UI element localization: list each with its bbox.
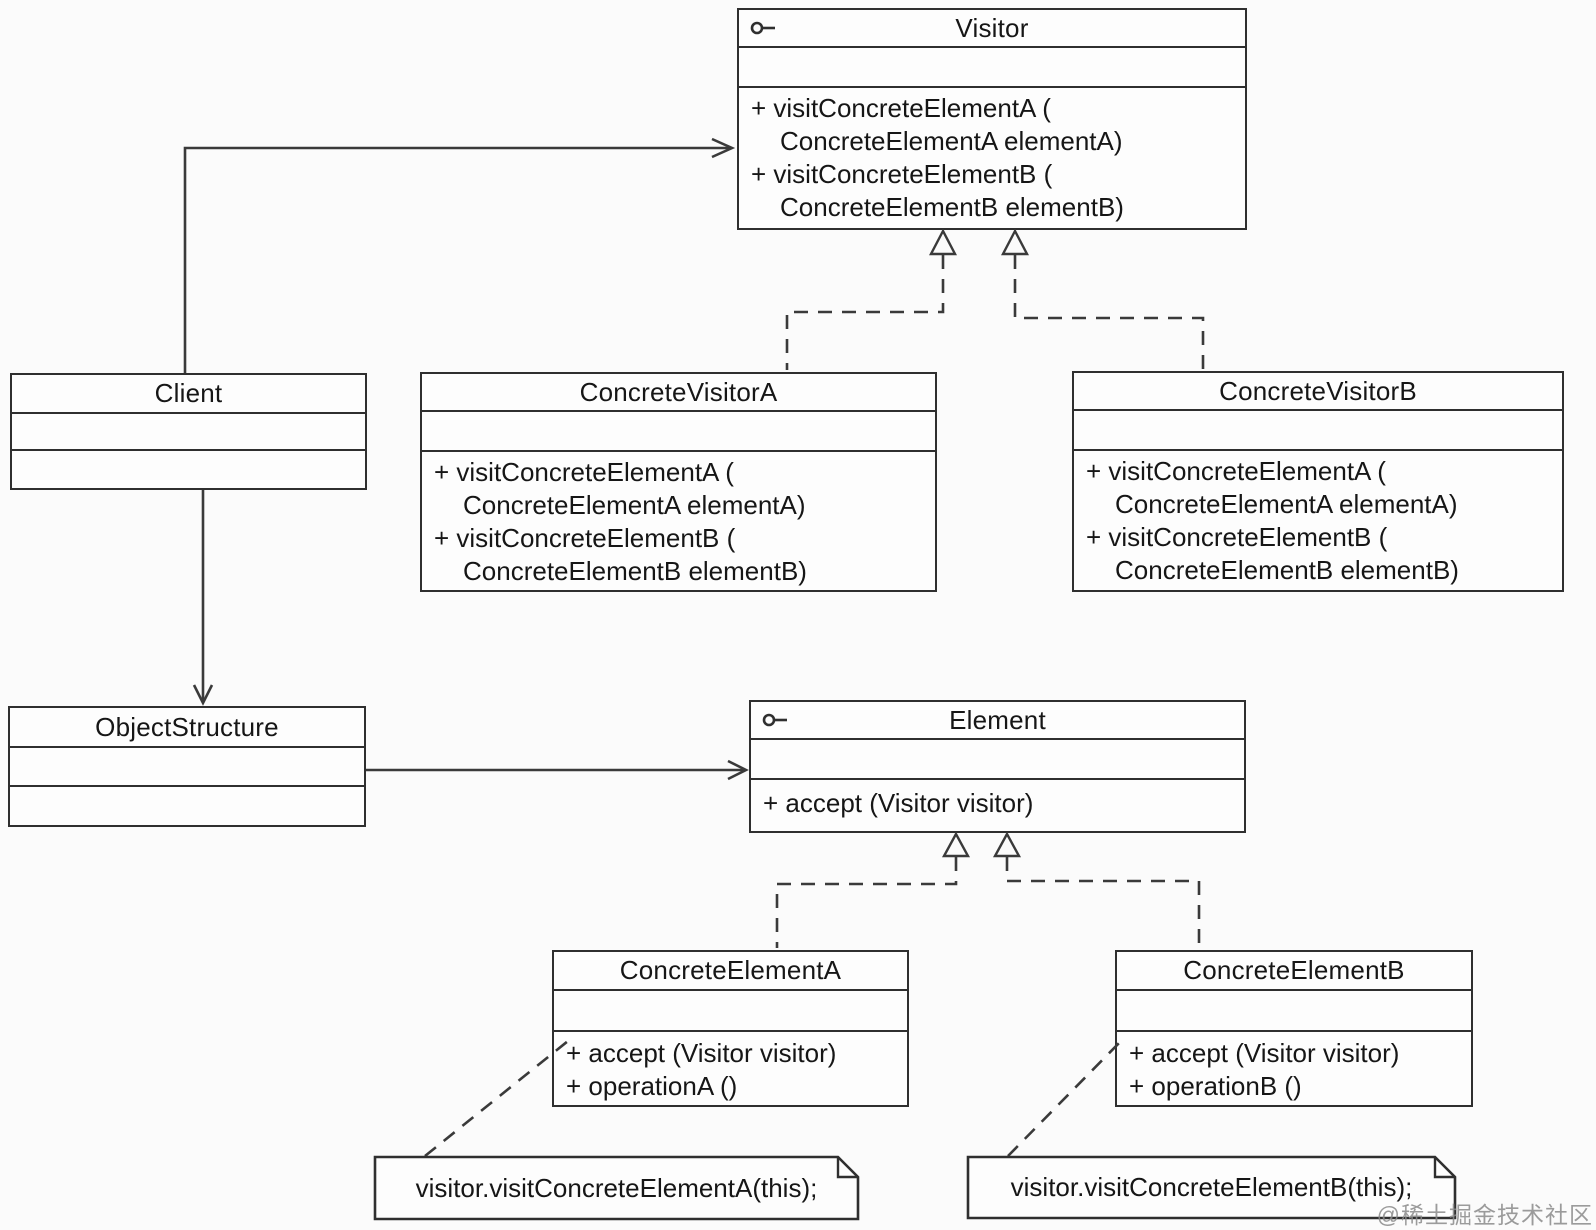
method-line: + accept (Visitor visitor) bbox=[566, 1038, 837, 1068]
methods-compartment: + visitConcreteElementA ( ConcreteElemen… bbox=[1074, 449, 1562, 590]
attributes-compartment bbox=[739, 46, 1245, 86]
method-line: + visitConcreteElementB ( bbox=[434, 523, 736, 553]
method-line: ConcreteElementA elementA) bbox=[780, 126, 1123, 156]
class-name: Element bbox=[949, 704, 1046, 735]
attributes-compartment bbox=[554, 989, 907, 1030]
realization-concretevisitorb-visitor bbox=[1001, 228, 1205, 369]
class-name: ObjectStructure bbox=[95, 711, 279, 742]
class-title-bar: ConcreteElementB bbox=[1117, 952, 1471, 989]
class-title-bar: Element bbox=[751, 702, 1244, 738]
method-line: ConcreteElementA elementA) bbox=[463, 490, 806, 520]
hollow-triangle-arrowhead bbox=[992, 831, 1022, 858]
methods-compartment: + accept (Visitor visitor) bbox=[751, 778, 1244, 831]
class-title-bar: Visitor bbox=[739, 10, 1245, 46]
watermark: @稀土掘金技术社区 bbox=[1376, 1202, 1593, 1228]
note-link-dashed bbox=[1007, 1039, 1123, 1157]
objectstructure-element-arrow bbox=[366, 759, 749, 781]
interface-icon bbox=[762, 713, 789, 727]
note-link-dashed bbox=[424, 1039, 569, 1158]
note-a-text: visitor.visitConcreteElementA(this); bbox=[415, 1172, 818, 1203]
method-line: ConcreteElementA elementA) bbox=[1115, 489, 1458, 519]
method-line: ConcreteElementB elementB) bbox=[463, 556, 807, 586]
attributes-compartment bbox=[1117, 989, 1471, 1030]
class-concrete-visitor-a: ConcreteVisitorA + visitConcreteElementA… bbox=[420, 372, 937, 592]
class-name: ConcreteElementA bbox=[619, 955, 842, 985]
attributes-compartment bbox=[12, 412, 365, 449]
method-line: + visitConcreteElementB ( bbox=[751, 159, 1053, 189]
interface-icon bbox=[750, 21, 777, 35]
attributes-compartment bbox=[1074, 409, 1562, 449]
method-line: ConcreteElementB elementB) bbox=[1115, 555, 1459, 585]
method-line: + operationA () bbox=[566, 1071, 738, 1101]
method-line: ConcreteElementB elementB) bbox=[780, 192, 1124, 222]
class-concrete-element-b: ConcreteElementB + accept (Visitor visit… bbox=[1115, 950, 1473, 1107]
attributes-compartment bbox=[422, 410, 935, 450]
class-title-bar: Client bbox=[12, 375, 365, 412]
class-client: Client bbox=[10, 373, 367, 490]
hollow-triangle-arrowhead bbox=[941, 831, 971, 858]
methods-compartment: + visitConcreteElementA ( ConcreteElemen… bbox=[739, 86, 1245, 228]
attributes-compartment bbox=[751, 738, 1244, 778]
methods-compartment: + accept (Visitor visitor) + operationA … bbox=[554, 1030, 907, 1105]
class-name: Visitor bbox=[955, 12, 1029, 43]
methods-compartment: + accept (Visitor visitor) + operationB … bbox=[1117, 1030, 1471, 1105]
methods-compartment: + visitConcreteElementA ( ConcreteElemen… bbox=[422, 450, 935, 590]
realization-concreteelementb-element bbox=[992, 831, 1201, 948]
class-concrete-element-a: ConcreteElementA + accept (Visitor visit… bbox=[552, 950, 909, 1107]
class-name: ConcreteElementB bbox=[1183, 955, 1405, 985]
class-title-bar: ObjectStructure bbox=[10, 708, 364, 746]
method-line: + visitConcreteElementB ( bbox=[1086, 522, 1388, 552]
class-title-bar: ConcreteVisitorA bbox=[422, 374, 935, 410]
methods-compartment bbox=[10, 785, 364, 825]
realization-concreteelementa-element bbox=[775, 831, 971, 948]
attributes-compartment bbox=[10, 746, 364, 785]
class-element: Element + accept (Visitor visitor) bbox=[749, 700, 1246, 833]
client-visitor-arrow bbox=[183, 137, 736, 373]
hollow-triangle-arrowhead bbox=[929, 228, 957, 256]
method-line: + visitConcreteElementA ( bbox=[434, 457, 734, 487]
class-name: Client bbox=[154, 378, 223, 408]
method-line: + visitConcreteElementA ( bbox=[1086, 456, 1386, 486]
class-title-bar: ConcreteVisitorB bbox=[1074, 373, 1562, 409]
realization-concretevisitora-visitor bbox=[785, 228, 957, 370]
class-name: ConcreteVisitorA bbox=[579, 376, 778, 407]
method-line: + visitConcreteElementA ( bbox=[751, 93, 1051, 123]
hollow-triangle-arrowhead bbox=[1001, 228, 1029, 256]
class-visitor: Visitor + visitConcreteElementA ( Concre… bbox=[737, 8, 1247, 230]
method-line: + accept (Visitor visitor) bbox=[1129, 1038, 1400, 1068]
class-title-bar: ConcreteElementA bbox=[554, 952, 907, 989]
method-line: + accept (Visitor visitor) bbox=[763, 788, 1034, 818]
class-concrete-visitor-b: ConcreteVisitorB + visitConcreteElementA… bbox=[1072, 371, 1564, 592]
class-object-structure: ObjectStructure bbox=[8, 706, 366, 827]
client-objectstructure-arrow bbox=[192, 490, 214, 706]
method-line: + operationB () bbox=[1129, 1071, 1302, 1101]
class-name: ConcreteVisitorB bbox=[1219, 375, 1417, 406]
methods-compartment bbox=[12, 449, 365, 488]
